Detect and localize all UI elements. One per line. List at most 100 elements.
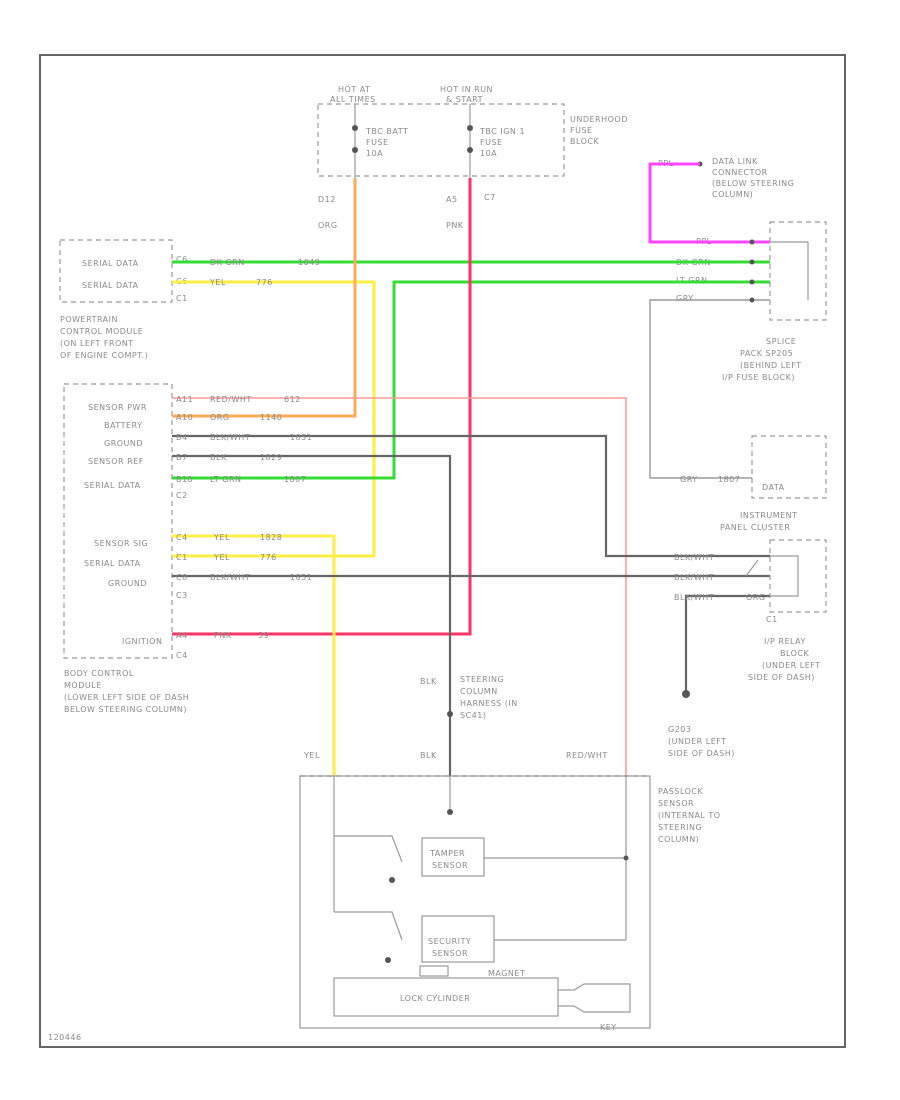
fuse-pin-a5: A5 — [446, 195, 458, 204]
wires — [172, 162, 770, 776]
relay-label-1: I/P RELAY — [764, 637, 806, 646]
r4-circ: 1829 — [260, 453, 282, 462]
g203-label-1: G203 — [668, 725, 691, 734]
wire-ppl — [648, 162, 770, 244]
r5-wire: LT GRN — [210, 475, 242, 484]
pcm-pin-1: C6 — [176, 255, 188, 264]
wire-lt-grn-1807 — [172, 280, 770, 480]
dlc-label-2: CONNECTOR — [712, 168, 768, 177]
harness-label-1: STEERING — [460, 675, 504, 684]
security-label-1: SECURITY — [428, 937, 471, 946]
fuse-block-outline — [317, 103, 565, 177]
splice-pin-3 — [749, 279, 755, 285]
ip-relay-block: BLK/WHT BLK/WHT BLK/WHT ORG C1 I/P RELAY… — [674, 539, 827, 682]
dlc-label-3: (BELOW STEERING — [712, 179, 794, 188]
g203-label-3: SIDE OF DASH) — [668, 749, 735, 758]
tamper-switch — [391, 835, 403, 863]
fuse-block-label-3: BLOCK — [570, 137, 600, 146]
tamper-label-2: SENSOR — [432, 861, 468, 870]
lock-cylinder-label: LOCK CYLINDER — [400, 994, 470, 1003]
r2-circ: 1140 — [260, 413, 282, 422]
harness-wire: BLK — [420, 677, 437, 686]
pcm-connector: C1 — [176, 294, 188, 303]
tamper-junction — [623, 855, 629, 861]
r6-circ: 1828 — [260, 533, 282, 542]
tamper-ground — [389, 877, 395, 883]
r6-pin: C4 — [176, 533, 188, 542]
wire-pnk-39 — [172, 178, 472, 636]
splice-label-2: PACK SP205 — [740, 349, 793, 358]
ipc-label-2: PANEL CLUSTER — [720, 523, 790, 532]
fuse2-terminal-top — [467, 125, 473, 131]
relay-label-3: (UNDER LEFT — [762, 661, 821, 670]
bcm-sensor-pwr: SENSOR PWR — [88, 403, 147, 412]
fuse2-name: TBC IGN 1 — [479, 127, 525, 136]
bcm-battery: BATTERY — [104, 421, 142, 430]
key-icon — [558, 983, 631, 1013]
r5-circ: 1807 — [284, 475, 306, 484]
relay-bus — [770, 555, 799, 597]
security-ground — [385, 957, 391, 963]
sensor-label-2: SENSOR — [658, 799, 694, 808]
r1-wire: RED/WHT — [210, 395, 252, 404]
bcm-label-2: MODULE — [64, 681, 102, 690]
bcm-wire-labels: A11 RED/WHT 612 A10 ORG 1140 B4 BLK/WHT … — [176, 258, 320, 640]
splice-w-gry: GRY — [676, 294, 694, 303]
fuse-block-label-2: FUSE — [570, 126, 593, 135]
r8-pin: C8 — [176, 573, 188, 582]
fuse-pin-d12: D12 — [318, 195, 336, 204]
pcm-c2: 776 — [256, 278, 273, 287]
ipc-data: DATA — [762, 483, 785, 492]
relay-w1: BLK/WHT — [674, 553, 714, 562]
wire-blk-wht-1851-a — [172, 434, 770, 558]
splice-outline — [769, 221, 827, 321]
r3-wire: BLK/WHT — [210, 433, 250, 442]
fuse1-terminal-top — [352, 125, 358, 131]
r4-wire: BLK — [210, 453, 227, 462]
sensor-label-5: COLUMN) — [658, 835, 699, 844]
r3-pin: B4 — [176, 433, 188, 442]
wire-red-wht-612 — [172, 397, 627, 776]
hot-at-label: HOT AT — [338, 85, 370, 94]
r3-circ: 1851 — [290, 433, 312, 442]
r9-wire: PNK — [214, 631, 232, 640]
relay-pin: C1 — [766, 615, 778, 624]
bcm-serial-data-2: SERIAL DATA — [84, 559, 141, 568]
all-times-label: ALL TIMES — [330, 95, 376, 104]
passlock-sensor: YEL BLK RED/WHT TAMPER SENSOR SECURITY S… — [299, 751, 721, 1032]
r2-pin: A10 — [176, 413, 193, 422]
bcm-label-3: (LOWER LEFT SIDE OF DASH — [64, 693, 189, 702]
splice-pin-1 — [749, 239, 755, 245]
pcm-label-4: OF ENGINE COMPT.) — [60, 351, 148, 360]
r1-circ: 612 — [284, 395, 301, 404]
figure-id: 120446 — [48, 1033, 82, 1042]
pcm-serial-data-2: SERIAL DATA — [82, 281, 139, 290]
r4-pin: B7 — [176, 453, 188, 462]
underhood-fuse-block: HOT AT ALL TIMES HOT IN RUN & START TBC … — [317, 85, 627, 230]
sensor-label-1: PASSLOCK — [658, 787, 703, 796]
wire-blk-1829 — [172, 454, 452, 776]
ipc-label-1: INSTRUMENT — [740, 511, 798, 520]
splice-label-4: I/P FUSE BLOCK) — [722, 373, 795, 382]
dlc-label-4: COLUMN) — [712, 190, 753, 199]
sensor-label-3: (INTERNAL TO — [658, 811, 721, 820]
pcm-label-3: (ON LEFT FRONT — [60, 339, 134, 348]
bcm-sensor-ref: SENSOR REF — [88, 457, 144, 466]
harness-label-3: HARNESS (IN — [460, 699, 518, 708]
sensor-w-blk: BLK — [420, 751, 437, 760]
sensor-outline — [299, 775, 651, 1029]
security-sensor-box — [421, 915, 495, 963]
g203-label-2: (UNDER LEFT — [668, 737, 727, 746]
r1-pin: A11 — [176, 395, 193, 404]
key-label: KEY — [600, 1023, 617, 1032]
security-label-2: SENSOR — [432, 949, 468, 958]
bcm-sensor-sig: SENSOR SIG — [94, 539, 148, 548]
wire-yel-1828 — [172, 534, 336, 776]
harness-connector — [447, 711, 453, 717]
relay-label-4: SIDE OF DASH) — [748, 673, 815, 682]
splice-label-3: (BEHIND LEFT — [740, 361, 802, 370]
tamper-label-1: TAMPER — [429, 849, 465, 858]
sensor-w-redwht: RED/WHT — [566, 751, 608, 760]
steering-column-harness: BLK STEERING COLUMN HARNESS (IN SC41) — [420, 675, 518, 720]
